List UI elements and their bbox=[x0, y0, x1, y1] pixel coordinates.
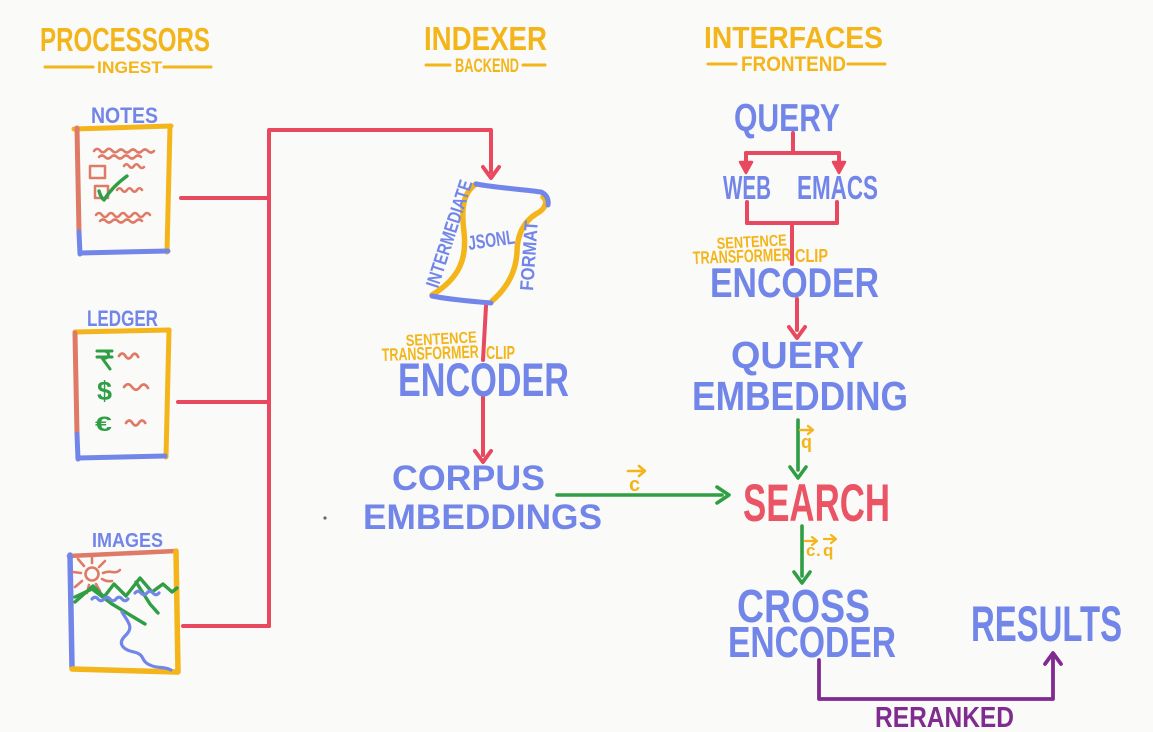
svg-text:ENCODER: ENCODER bbox=[398, 353, 569, 406]
svg-text:SENTENCE: SENTENCE bbox=[716, 232, 787, 253]
svg-text:INTERFACES: INTERFACES bbox=[704, 20, 883, 55]
svg-text:IMAGES: IMAGES bbox=[92, 530, 163, 552]
svg-text:BACKEND: BACKEND bbox=[455, 56, 519, 77]
svg-text:FRONTEND: FRONTEND bbox=[741, 53, 846, 76]
svg-text:LEDGER: LEDGER bbox=[87, 306, 158, 331]
svg-text:QUERY: QUERY bbox=[734, 97, 840, 140]
svg-text:RERANKED: RERANKED bbox=[875, 702, 1014, 732]
svg-text:q: q bbox=[801, 432, 812, 452]
svg-text:EMBEDDINGS: EMBEDDINGS bbox=[363, 498, 602, 537]
svg-text:NOTES: NOTES bbox=[91, 103, 158, 128]
svg-text:WEB: WEB bbox=[723, 169, 771, 206]
svg-text:TRANSFORMER: TRANSFORMER bbox=[381, 342, 479, 365]
svg-text:SENTENCE: SENTENCE bbox=[405, 329, 477, 350]
svg-text:INGEST: INGEST bbox=[97, 58, 163, 77]
svg-text:ENCODER: ENCODER bbox=[728, 618, 896, 667]
svg-text:EMACS: EMACS bbox=[797, 169, 878, 206]
svg-text:CLIP: CLIP bbox=[486, 343, 515, 363]
svg-text:c: c bbox=[806, 541, 815, 560]
svg-text:CLIP: CLIP bbox=[795, 246, 828, 266]
svg-text:INDEXER: INDEXER bbox=[424, 20, 547, 57]
svg-text:CROSS: CROSS bbox=[737, 580, 870, 632]
svg-text:TRANSFORMER: TRANSFORMER bbox=[692, 245, 791, 268]
svg-text:$: $ bbox=[97, 376, 112, 406]
svg-text:€: € bbox=[95, 413, 112, 436]
svg-text:FORMAT: FORMAT bbox=[517, 220, 543, 292]
svg-text:.: . bbox=[816, 541, 821, 560]
svg-text:q: q bbox=[823, 541, 833, 560]
svg-text:c: c bbox=[629, 474, 640, 496]
svg-text:CORPUS: CORPUS bbox=[392, 459, 545, 498]
svg-text:SEARCH: SEARCH bbox=[743, 474, 890, 533]
svg-text:RESULTS: RESULTS bbox=[971, 596, 1122, 652]
svg-text:EMBEDDING: EMBEDDING bbox=[692, 373, 908, 419]
svg-text:QUERY: QUERY bbox=[731, 335, 864, 377]
svg-text:PROCESSORS: PROCESSORS bbox=[40, 21, 210, 58]
svg-text:ENCODER: ENCODER bbox=[710, 259, 879, 306]
